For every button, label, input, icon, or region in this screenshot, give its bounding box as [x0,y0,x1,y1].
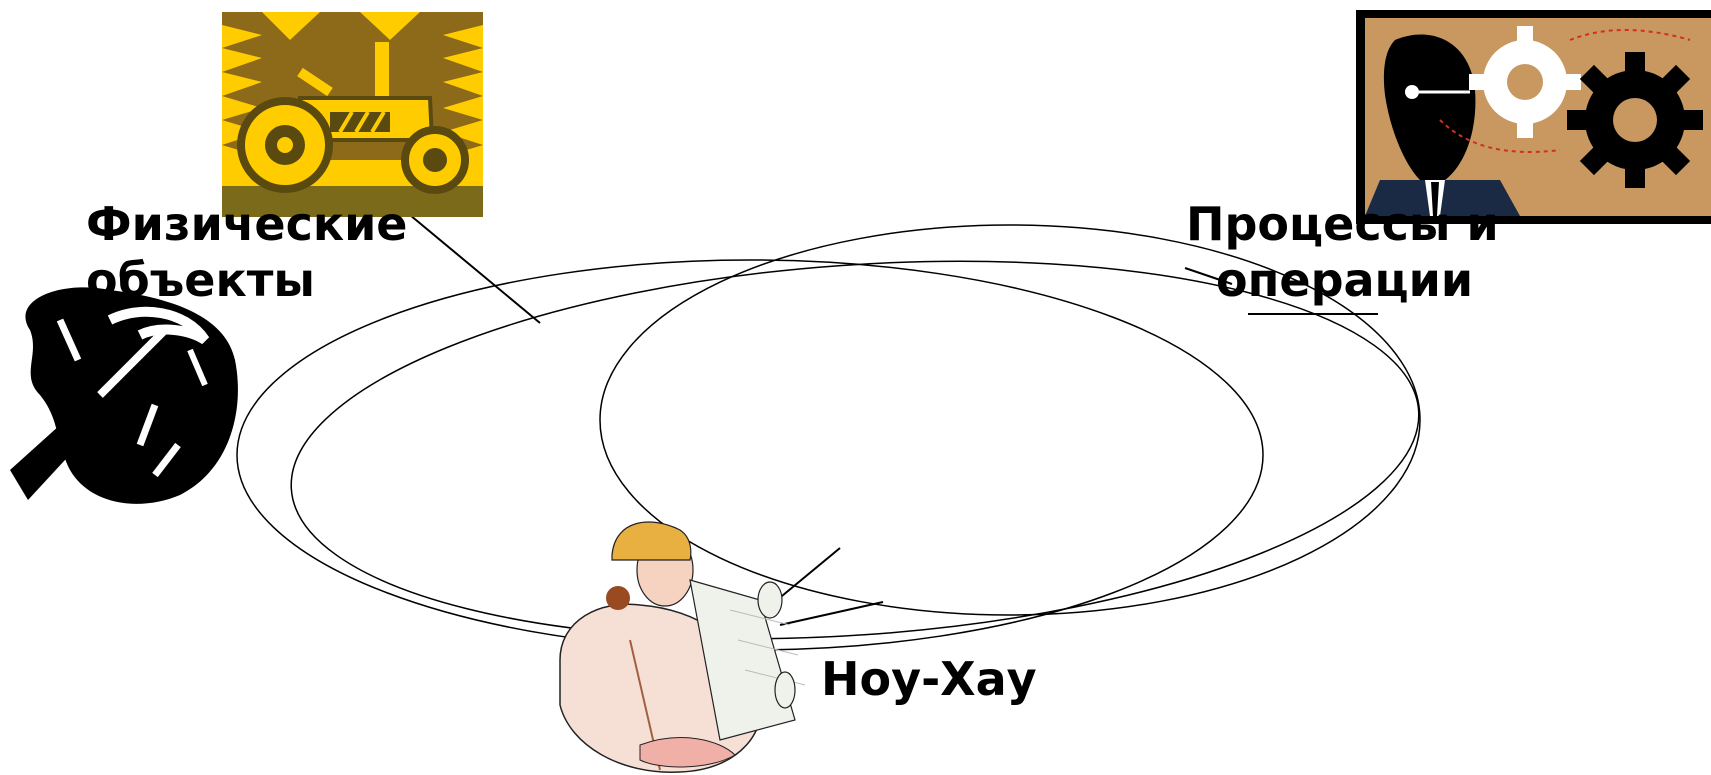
label-physical-objects-line2: объекты [86,253,315,307]
hammer-tools-icon [10,287,238,504]
label-processes-line1: Процессы и [1186,197,1499,251]
label-processes-operations: Процессы и операции [1186,196,1499,308]
label-physical-objects: Физические объекты [86,196,408,308]
businessman-gears-icon [1356,10,1711,224]
connector-line [409,214,541,324]
ellipse-physical-objects [236,259,1264,651]
label-know-how: Ноу-Хау [821,652,1037,706]
label-physical-objects-line1: Физические [86,197,408,251]
tractor-icon [222,12,483,217]
connector-line [1184,267,1233,285]
ellipse-processes [599,224,1421,616]
connector-line [779,601,884,626]
ellipse-know-how [290,260,1420,640]
label-processes-line2: операции [1216,253,1474,307]
engineer-with-blueprints-icon [559,521,806,773]
